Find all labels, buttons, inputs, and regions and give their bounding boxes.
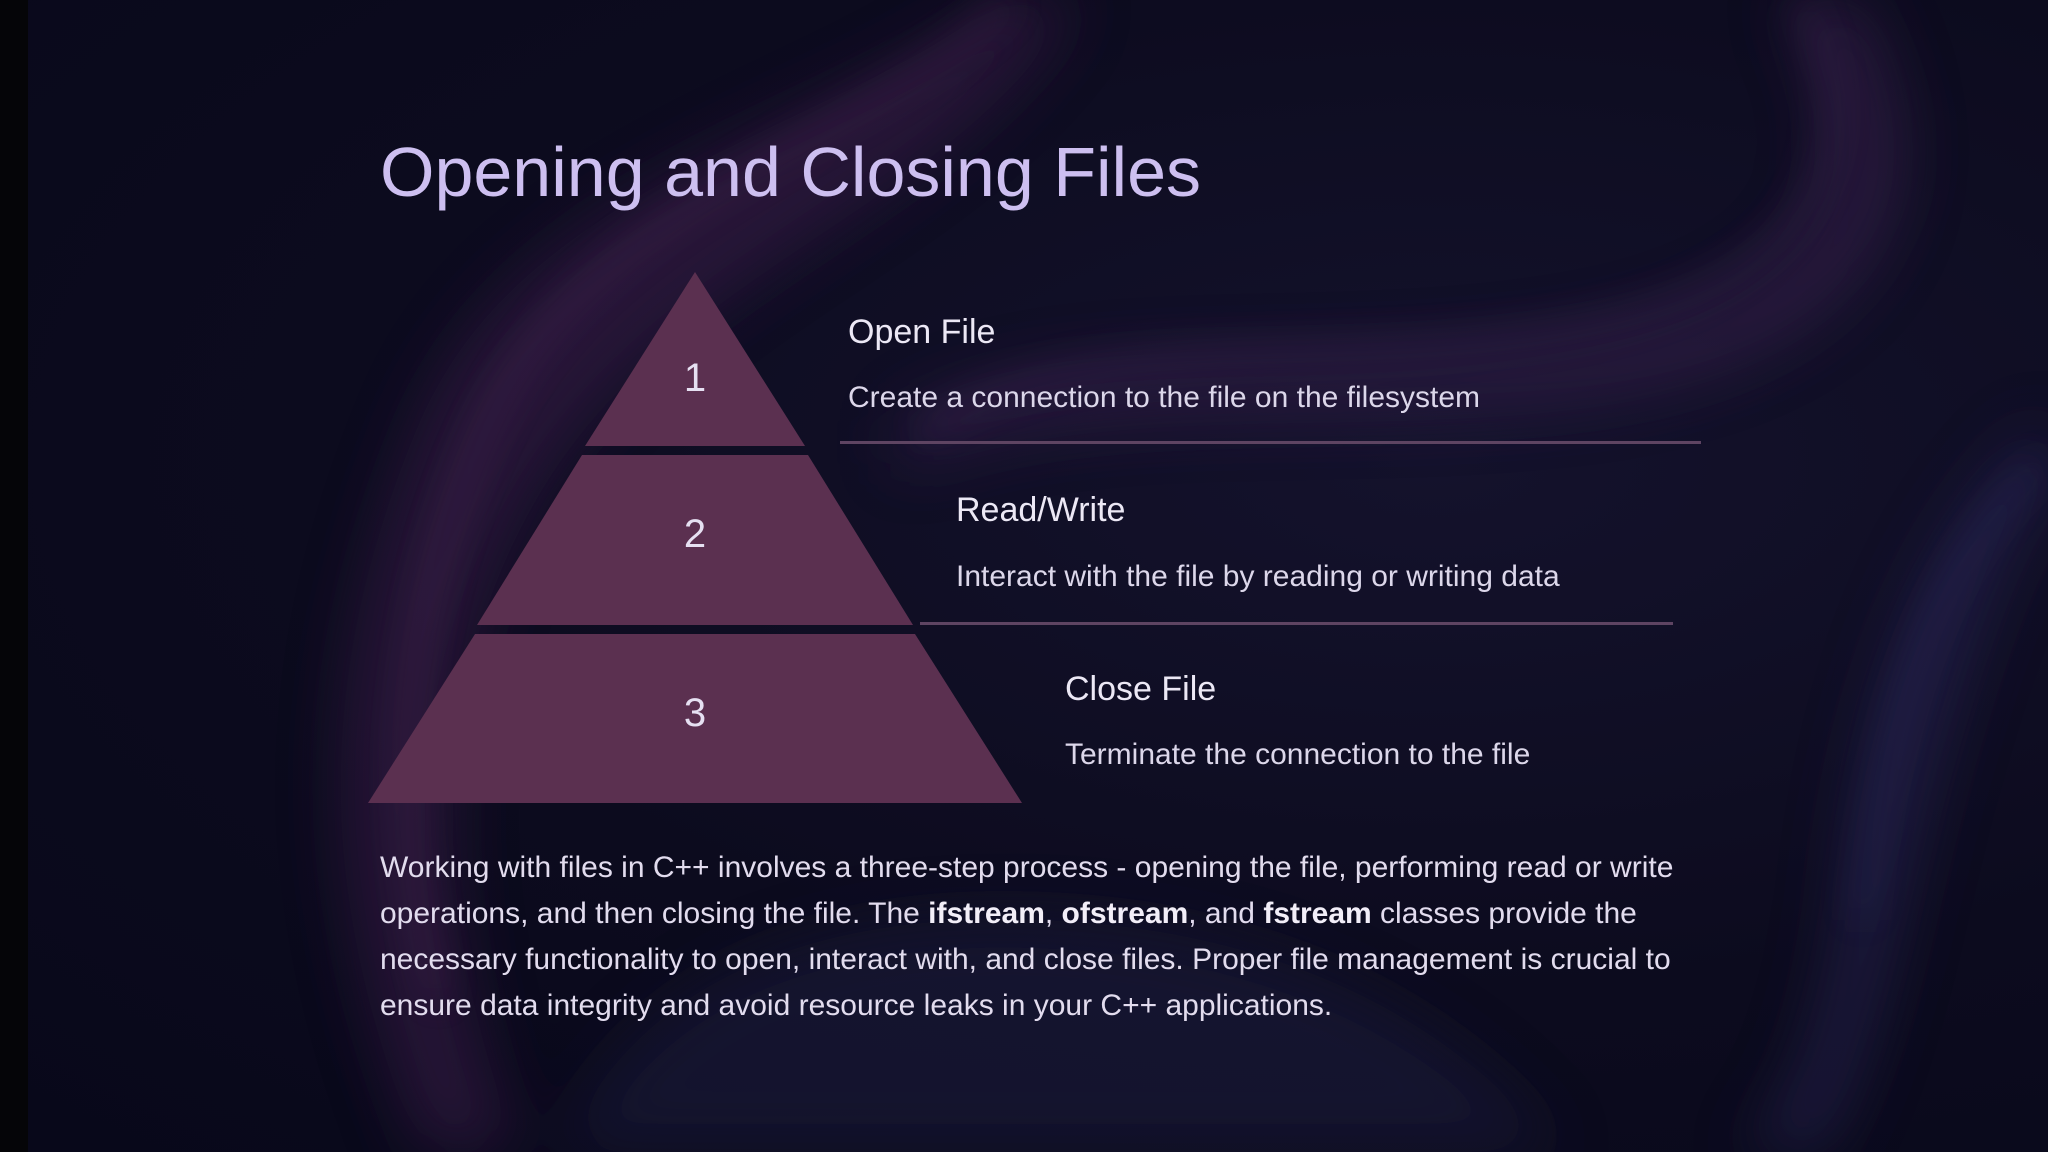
body-paragraph: Working with files in C++ involves a thr… — [380, 845, 1680, 1029]
tier-number-3: 3 — [684, 691, 706, 735]
step-title-open-file: Open File — [848, 313, 996, 351]
left-edge-strip — [0, 0, 28, 1152]
body-text-part-2: classes provide the necessary functional… — [380, 897, 1671, 1022]
pyramid-tier-3 — [368, 634, 1022, 803]
step-title-read-write: Read/Write — [956, 491, 1126, 529]
step-desc-open-file: Create a connection to the file on the f… — [848, 381, 1481, 414]
slide-title: Opening and Closing Files — [380, 133, 1202, 211]
keyword-ofstream: ofstream — [1061, 897, 1189, 930]
step-title-close-file: Close File — [1065, 670, 1217, 708]
step-desc-read-write: Interact with the file by reading or wri… — [956, 560, 1560, 593]
divider-2 — [920, 622, 1673, 625]
body-separator-1: , — [1044, 897, 1062, 930]
body-text-part-1: Working with files in C++ involves a thr… — [380, 851, 1674, 930]
pyramid-tier-1 — [585, 272, 805, 446]
pyramid-tier-2 — [477, 455, 913, 625]
tier-number-1: 1 — [684, 356, 706, 400]
keyword-ifstream: ifstream — [928, 897, 1045, 930]
tier-number-2: 2 — [684, 512, 706, 556]
keyword-fstream: fstream — [1263, 897, 1372, 930]
step-desc-close-file: Terminate the connection to the file — [1065, 738, 1531, 771]
body-separator-2: , and — [1188, 897, 1264, 930]
divider-1 — [840, 441, 1701, 444]
